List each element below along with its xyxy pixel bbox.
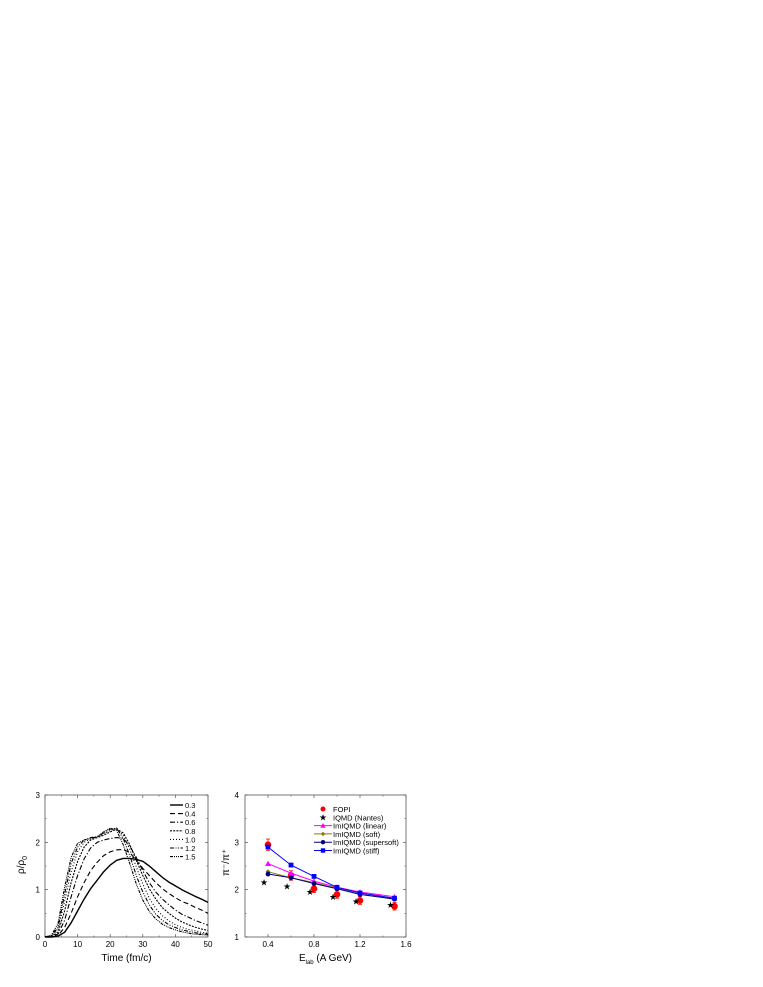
legend-label: 1.0 [185, 835, 195, 844]
y-axis-label: ρ/ρ0 [16, 856, 29, 874]
x-tick-label: 30 [138, 940, 147, 949]
y-tick-label: 1 [235, 933, 240, 942]
legend-label: IQMD (Nantes) [333, 813, 384, 822]
legend-label: 0.8 [185, 827, 195, 836]
x-tick-label: 1.2 [354, 940, 366, 949]
legend-label: FOPI [333, 805, 351, 814]
x-tick-label: 10 [73, 940, 82, 949]
svg-text:★: ★ [306, 888, 314, 898]
curve-1.5 [44, 827, 209, 938]
y-tick-label: 3 [36, 791, 41, 800]
legend-label: ImIQMD (linear) [333, 822, 387, 831]
legend: 0.30.40.60.81.01.21.5 [170, 801, 195, 862]
y-tick-label: 1 [36, 886, 41, 895]
svg-text:★: ★ [260, 879, 268, 889]
x-tick-label: 50 [204, 940, 213, 949]
series-imiqmd-stiff- [265, 844, 397, 901]
svg-text:★: ★ [319, 813, 327, 823]
series-line [267, 873, 395, 900]
svg-text:★: ★ [329, 893, 337, 903]
legend: FOPI★IQMD (Nantes)ImIQMD (linear)ImIQMD … [314, 805, 399, 856]
x-tick-label: 40 [171, 940, 180, 949]
x-tick-label: 0.8 [308, 940, 320, 949]
y-axis-label: π⁻/π⁺ [221, 849, 232, 876]
x-axis-label: Elab (A GeV) [299, 953, 352, 966]
x-tick-label: 0 [43, 940, 48, 949]
svg-text:★: ★ [283, 882, 291, 892]
legend-label: 1.2 [185, 844, 195, 853]
curve-0.3 [45, 857, 209, 938]
series-line [267, 863, 395, 898]
svg-text:★: ★ [386, 901, 394, 911]
x-tick-label: 1.6 [400, 940, 412, 949]
curve-0.4 [45, 848, 209, 938]
x-tick-label: 20 [106, 940, 115, 949]
x-axis-label: Time (fm/c) [101, 953, 151, 964]
y-tick-label: 2 [36, 838, 41, 847]
legend-label: ImIQMD (supersoft) [333, 838, 399, 847]
y-tick-label: 0 [36, 933, 41, 942]
y-tick-label: 2 [235, 886, 240, 895]
legend-label: 0.4 [185, 810, 195, 819]
series-iqmd-nantes-: ★ ★ ★ ★ ★ ★ [260, 879, 395, 911]
density-evolution-plot: 0 10 20 30 40 50 0 1 2 3 0.30.40.60.81.01.21.5Time… [16, 791, 213, 964]
curve-0.6 [44, 837, 209, 938]
legend-label: 0.3 [185, 801, 195, 810]
pion-ratio-plot: 0.4 0.8 1.2 1.6 1 2 3 4 ★ ★ ★ ★ ★ ★ FOPI ★ IQMD (Nantes)… [221, 791, 412, 966]
legend-label: ImIQMD (stiff) [333, 847, 380, 856]
curve-1.0 [44, 827, 209, 938]
svg-text:★: ★ [352, 898, 360, 908]
y-tick-label: 4 [235, 791, 240, 800]
y-tick-label: 3 [235, 838, 240, 847]
x-tick-label: 0.4 [262, 940, 274, 949]
legend-label: ImIQMD (soft) [333, 830, 381, 839]
series-line [267, 846, 395, 899]
legend-label: 0.6 [185, 818, 195, 827]
legend-label: 1.5 [185, 853, 195, 862]
curve-0.8 [44, 828, 209, 938]
curve-1.2 [44, 827, 209, 938]
